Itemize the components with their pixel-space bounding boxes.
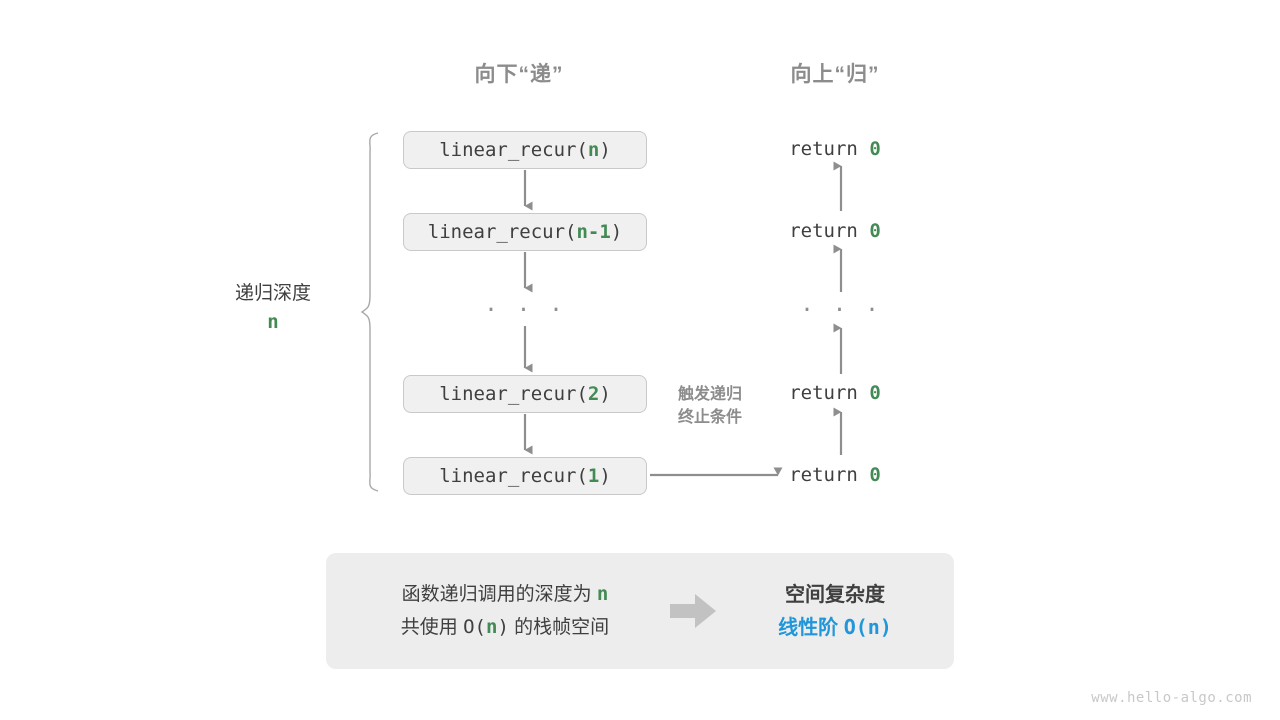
call-box-2[interactable]: linear_recur(2): [403, 375, 647, 413]
summary-line-2-prefix: 共使用: [400, 617, 458, 638]
ellipsis-ascent: · · ·: [800, 298, 882, 323]
summary-result-value: 线性阶 O(n): [730, 611, 940, 644]
column-header-ascent: 向上“归”: [790, 63, 880, 86]
recursion-depth-label: 递归深度 n: [235, 281, 311, 337]
summary-result-order: 线性阶: [778, 616, 839, 639]
summary-result-formula: O(n): [843, 614, 892, 639]
call-box-n-minus-1[interactable]: linear_recur(n-1): [403, 213, 647, 251]
call-box-1-arg: 1: [587, 465, 600, 487]
return-label-1: return 0: [789, 138, 881, 160]
summary-description: 函数递归调用的深度为 n 共使用 O(n) 的栈帧空间: [326, 578, 656, 644]
summary-line-2-suffix: 的栈帧空间: [514, 617, 610, 638]
return-value-1: 0: [869, 138, 881, 160]
summary-arrow-container: [656, 591, 730, 631]
return-label-2: return 0: [789, 220, 881, 242]
summary-result: 空间复杂度 线性阶 O(n): [730, 579, 954, 644]
return-keyword-4: return: [789, 464, 858, 486]
return-keyword-3: return: [789, 382, 858, 404]
recursion-depth-variable: n: [267, 311, 279, 333]
recursion-depth-text: 递归深度: [234, 283, 312, 304]
return-keyword-1: return: [789, 138, 858, 160]
return-label-4: return 0: [789, 464, 881, 486]
base-case-note-line2: 终止条件: [677, 409, 743, 426]
watermark: www.hello-algo.com: [1091, 690, 1252, 706]
call-box-n-minus-1-arg: n-1: [576, 221, 611, 243]
base-case-note: 触发递归 终止条件: [678, 383, 742, 429]
summary-line-2-variable: n: [485, 616, 498, 638]
call-box-2-suffix: ): [599, 383, 611, 405]
return-value-4: 0: [869, 464, 881, 486]
summary-line-1-variable: n: [596, 583, 609, 605]
summary-line-1: 函数递归调用的深度为 n: [354, 578, 656, 611]
column-header-descent: 向下“递”: [474, 63, 564, 86]
summary-line-1-text: 函数递归调用的深度为: [401, 584, 592, 605]
call-box-1[interactable]: linear_recur(1): [403, 457, 647, 495]
call-box-n-prefix: linear_recur(: [439, 139, 588, 161]
block-arrow-right-icon: [670, 594, 716, 628]
complexity-summary-panel: 函数递归调用的深度为 n 共使用 O(n) 的栈帧空间 空间复杂度 线性阶 O(…: [326, 553, 954, 669]
summary-line-2-bigo-open: O(: [463, 616, 486, 638]
return-value-2: 0: [869, 220, 881, 242]
summary-line-2-bigo-close: ): [497, 616, 509, 638]
summary-result-title: 空间复杂度: [785, 583, 885, 606]
return-value-3: 0: [869, 382, 881, 404]
return-label-3: return 0: [789, 382, 881, 404]
call-box-1-prefix: linear_recur(: [439, 465, 588, 487]
call-box-n-suffix: ): [599, 139, 611, 161]
call-box-1-suffix: ): [599, 465, 611, 487]
call-box-n[interactable]: linear_recur(n): [403, 131, 647, 169]
call-box-2-prefix: linear_recur(: [439, 383, 588, 405]
ellipsis-descent: · · ·: [484, 298, 566, 323]
call-box-n-arg: n: [587, 139, 600, 161]
recursion-depth-brace: [360, 132, 379, 492]
return-keyword-2: return: [789, 220, 858, 242]
call-box-2-arg: 2: [587, 383, 600, 405]
summary-line-2: 共使用 O(n) 的栈帧空间: [354, 611, 656, 644]
call-box-n-minus-1-suffix: ): [610, 221, 623, 243]
call-box-n-minus-1-prefix: linear_recur(: [427, 221, 577, 243]
base-case-note-line1: 触发递归: [677, 386, 743, 403]
